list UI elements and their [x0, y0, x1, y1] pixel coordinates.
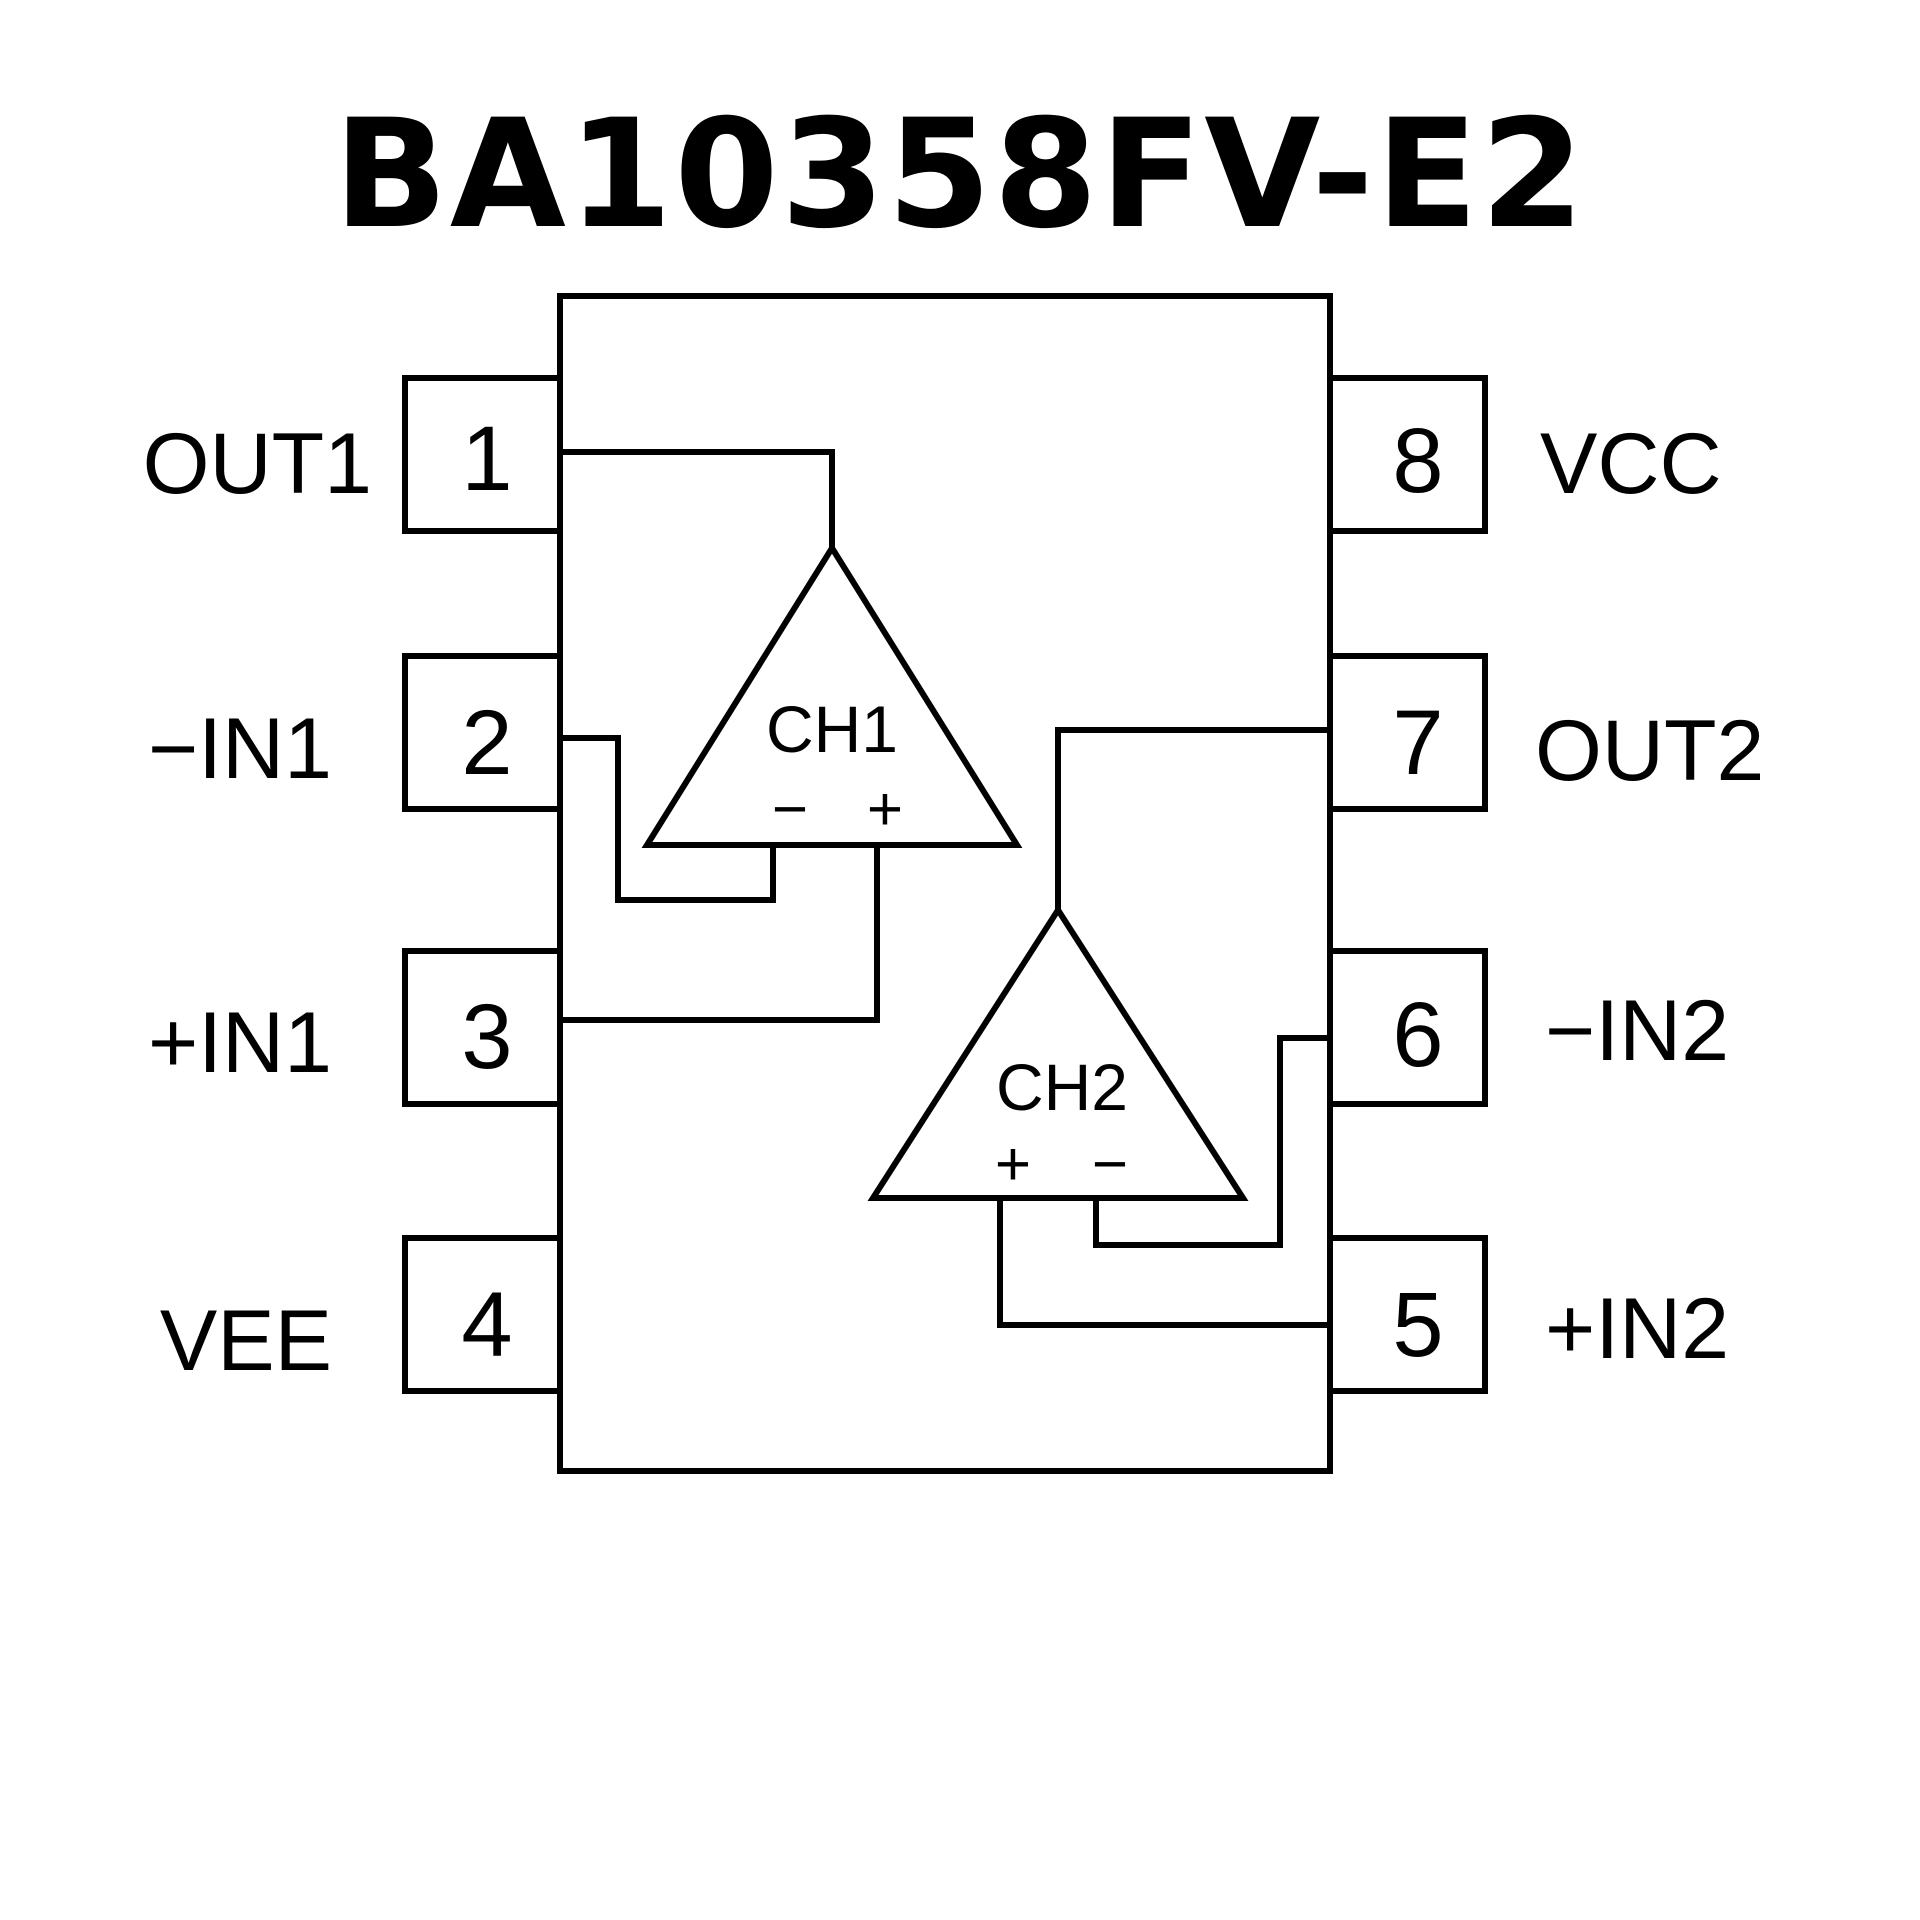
pin-8: 8 VCC [1327, 375, 1722, 534]
pin-3-label: +IN1 [148, 995, 332, 1091]
pin-5-box [1327, 1235, 1488, 1394]
pin-3-number: 3 [461, 986, 512, 1088]
wire-minus-in1 [560, 735, 776, 903]
pin-3-box [402, 948, 563, 1107]
pin-6-number: 6 [1392, 984, 1443, 1086]
pin-6-label: −IN2 [1545, 983, 1729, 1079]
wire-plus-in1 [560, 842, 880, 1023]
wire-out2 [1055, 727, 1330, 913]
pin-5-label: +IN2 [1545, 1281, 1729, 1377]
opamp-ch1-triangle [641, 542, 1023, 848]
wire-plus-in2 [997, 1195, 1330, 1328]
opamp-ch2-noninverting-sign: + [995, 1130, 1031, 1199]
wire-out1 [560, 449, 835, 551]
pin-4-number: 4 [461, 1274, 512, 1376]
pin-7: 7 OUT2 [1327, 653, 1764, 812]
pin-2-box [402, 653, 563, 812]
pin-4: 4 VEE [160, 1235, 563, 1394]
pin-3: 3 +IN1 [148, 948, 563, 1107]
pin-5-number: 5 [1392, 1274, 1443, 1376]
pin-5: 5 +IN2 [1327, 1235, 1729, 1394]
opamp-ch1-inverting-sign: − [772, 775, 808, 844]
ic-package-body [557, 293, 1333, 1474]
pin-8-box [1327, 375, 1488, 534]
opamp-ch1-noninverting-sign: + [867, 775, 903, 844]
opamp-ch2-inverting-sign: − [1092, 1130, 1128, 1199]
opamp-ch2-triangle [867, 904, 1249, 1201]
pin-1: 1 OUT1 [143, 375, 563, 534]
opamp-ch2: CH2 + − [867, 904, 1249, 1201]
pin-4-label: VEE [160, 1293, 332, 1389]
pin-2-number: 2 [461, 692, 512, 794]
opamp-ch1-label: CH1 [766, 692, 898, 766]
pin-2: 2 −IN1 [148, 653, 563, 812]
opamp-ch2-label: CH2 [996, 1050, 1128, 1124]
pin-7-number: 7 [1392, 692, 1443, 794]
pin-2-label: −IN1 [148, 701, 332, 797]
pin-1-number: 1 [461, 408, 512, 510]
pin-8-label: VCC [1540, 416, 1722, 512]
pin-8-number: 8 [1392, 410, 1443, 512]
pin-4-box [402, 1235, 563, 1394]
pin-6: 6 −IN2 [1327, 948, 1729, 1107]
wire-minus-in2 [1093, 1035, 1330, 1248]
pin-6-box [1327, 948, 1488, 1107]
pin-1-label: OUT1 [143, 416, 372, 512]
part-number-title: BA10358FV-E2 [333, 88, 1587, 262]
opamp-ch1: CH1 − + [641, 542, 1023, 848]
pin-7-label: OUT2 [1535, 703, 1764, 799]
